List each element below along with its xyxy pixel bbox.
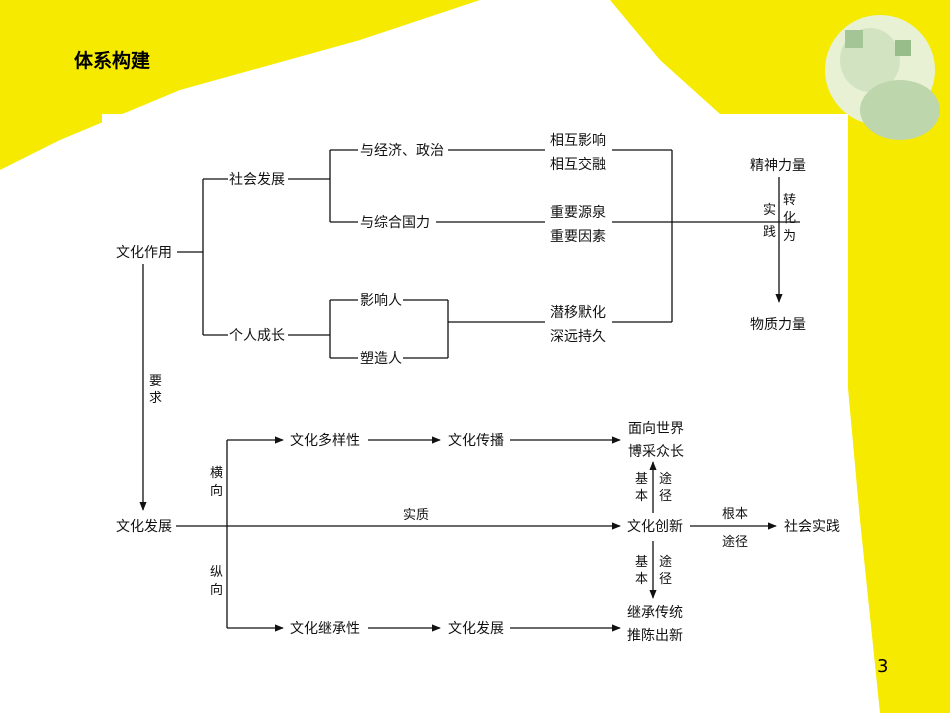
label-basic-up-2: 本 [635,489,648,504]
node-mutual-influence: 相互影响 [550,133,606,149]
label-essence: 实质 [403,508,429,523]
connector-lines [139,149,800,632]
node-cultural-diversity: 文化多样性 [290,432,360,449]
node-learn-widely: 博采众长 [628,443,684,460]
node-new-from-old: 推陈出新 [627,627,683,644]
label-basic-down-1: 基 [635,555,648,570]
diagram-panel: 文化作用 社会发展 个人成长 与经济、政治 与综合国力 影响人 塑造人 相互影响… [102,114,848,650]
label-path-up-1: 途 [659,471,672,487]
node-influence-people: 影响人 [360,293,402,309]
node-cultural-transmission: 文化传播 [448,433,504,449]
node-material-power: 物质力量 [750,317,806,333]
label-horizontal-2: 向 [210,483,223,499]
label-vertical-2: 向 [210,582,223,598]
node-subtle-influence: 潜移默化 [550,305,606,321]
node-shape-people: 塑造人 [360,351,402,367]
yellow-swoosh-right [610,0,950,713]
node-cultural-development-2: 文化发展 [448,621,504,637]
yellow-swoosh-left [0,0,480,170]
diagram-labels: 文化作用 社会发展 个人成长 与经济、政治 与综合国力 影响人 塑造人 相互影响… [116,133,840,644]
node-social-development: 社会发展 [229,172,285,188]
label-basic-down-2: 本 [635,572,648,587]
node-face-world: 面向世界 [628,421,684,437]
node-important-factor: 重要因素 [550,229,606,245]
label-root: 根本 [722,507,748,522]
page-number: 3 [877,656,889,677]
node-culture-development: 文化发展 [116,519,172,535]
label-require-2: 求 [149,391,162,406]
label-transform-2: 化 [783,211,796,226]
node-national-power: 与综合国力 [360,215,430,231]
label-path: 途径 [722,534,748,550]
node-cultural-innovation: 文化创新 [627,519,683,535]
label-path-down-2: 径 [659,572,672,587]
label-horizontal-1: 横 [210,466,223,481]
mascot-decoration [825,15,940,140]
label-require-1: 要 [149,374,162,389]
node-important-source: 重要源泉 [550,204,606,221]
label-path-up-2: 径 [659,489,672,504]
label-path-down-1: 途 [659,554,672,570]
node-personal-growth: 个人成长 [229,328,285,344]
node-mutual-blend: 相互交融 [550,156,606,173]
concept-diagram: 文化作用 社会发展 个人成长 与经济、政治 与综合国力 影响人 塑造人 相互影响… [116,133,840,644]
label-transform-3: 为 [783,229,796,244]
node-inherit-tradition: 继承传统 [627,605,683,621]
label-transform-1: 转 [783,193,796,208]
node-social-practice: 社会实践 [784,519,840,535]
label-practice-2: 践 [763,225,776,240]
node-spirit-power: 精神力量 [750,158,806,174]
label-practice-1: 实 [763,203,776,218]
node-far-reaching: 深远持久 [550,329,606,345]
label-vertical-1: 纵 [210,565,223,580]
node-economy-politics: 与经济、政治 [360,143,444,159]
label-basic-up-1: 基 [635,472,648,487]
node-culture-function: 文化作用 [116,245,172,261]
slide-title: 体系构建 [74,50,151,72]
node-cultural-inheritance: 文化继承性 [290,621,360,637]
